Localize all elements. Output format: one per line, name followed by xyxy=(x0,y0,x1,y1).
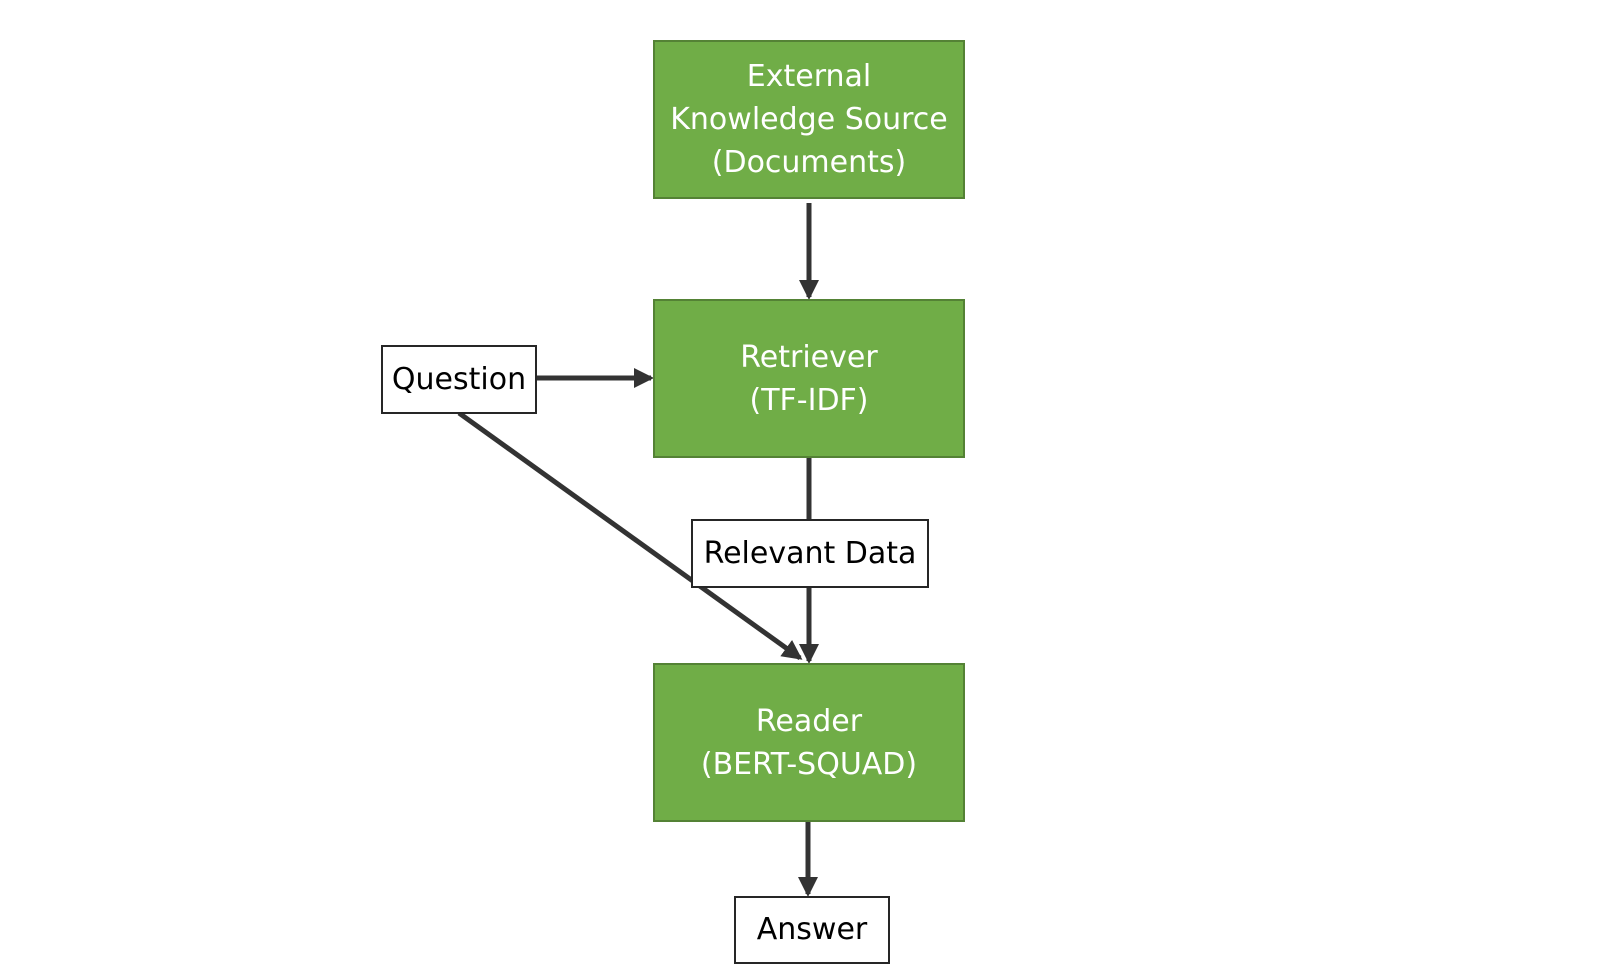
reader-label-line1: Reader xyxy=(755,703,863,739)
retriever-label-line1: Retriever xyxy=(740,339,878,375)
external-source-label-line2: Knowledge Source xyxy=(670,102,948,137)
external-source-label-line1: External xyxy=(746,59,872,94)
relevant-data-node: Relevant Data xyxy=(691,519,929,588)
external-source-label-line3: (Documents) xyxy=(711,145,907,180)
reader-label-line2: (BERT-SQUAD) xyxy=(700,746,918,782)
answer-label: Answer xyxy=(756,912,868,947)
answer-node: Answer xyxy=(734,896,890,964)
question-label: Question xyxy=(391,361,527,397)
relevant-data-label: Relevant Data xyxy=(703,535,917,571)
retriever-label-line2: (TF-IDF) xyxy=(749,382,869,418)
arrow-question-to-reader xyxy=(457,410,803,661)
retriever-node: Retriever (TF-IDF) xyxy=(653,299,965,458)
question-node: Question xyxy=(381,345,537,414)
reader-node: Reader (BERT-SQUAD) xyxy=(653,663,965,822)
external-knowledge-source-node: External Knowledge Source (Documents) xyxy=(653,40,965,199)
